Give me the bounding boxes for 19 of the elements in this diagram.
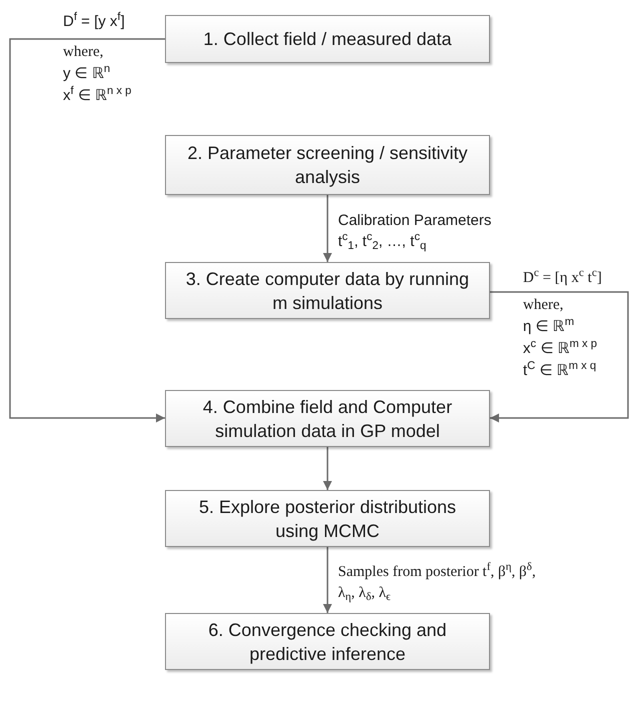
box-text: 1. Collect field / measured data (203, 28, 452, 51)
process-box (165, 15, 490, 63)
arrow (9, 38, 165, 422)
arrow (323, 547, 332, 613)
process-box (165, 135, 490, 195)
process-box (165, 613, 490, 670)
box-text: 4. Combine field and Computer simulation data in GP model (202, 396, 454, 442)
process-box (165, 262, 490, 319)
box-text: 3. Create computer data by running m simulations (184, 268, 470, 314)
arrow (323, 447, 332, 490)
box-text: 5. Explore posterior distributions using MCMC (198, 496, 458, 542)
arrow (323, 195, 332, 262)
annotation-text: y ∈ ℝ$^{n}$ (63, 64, 110, 84)
process-box (165, 390, 490, 447)
arrow (490, 291, 629, 422)
box-text: 2. Parameter screening / sensitivity analysis (186, 142, 469, 189)
annotation-text: η ∈ ℝ$^{m}$ (523, 317, 574, 337)
box-text: 6. Convergence checking and predictive inference (207, 618, 448, 666)
process-box (165, 490, 490, 547)
